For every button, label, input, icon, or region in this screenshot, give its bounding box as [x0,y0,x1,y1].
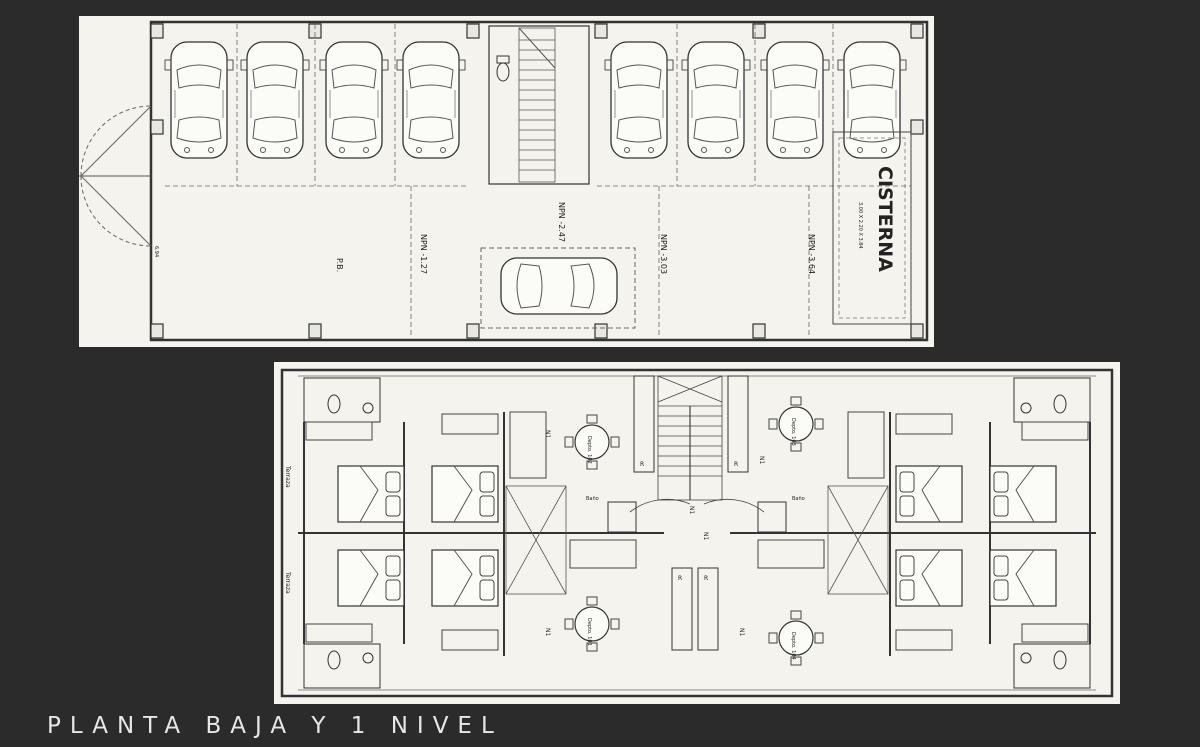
columns [150,23,924,339]
beds [337,465,1057,607]
access-label: P.B. [335,258,344,272]
level-mark-6: N1 [738,628,745,636]
parking-bays [165,24,911,336]
cistern-label: CISTERNA [874,166,896,272]
stair-core [488,25,590,185]
level-label-1: NPN -1.27 [419,234,428,274]
level-mark-4: N1 [702,532,709,540]
terrace-label-top: Terraza [284,465,291,488]
bath-label-right: Baño [792,496,805,502]
maneuvering-car [480,247,636,329]
outer-wall [280,368,1114,698]
dining-tables [564,396,824,666]
level-label-4: NPN -3.64 [807,234,816,274]
shaft-mark-2: R [734,461,738,468]
level-one-plan: Terraza Terraza [274,362,1120,704]
bath-label-left: Baño [586,496,599,502]
level-mark-5: N1 [544,628,551,636]
level-mark-1: N1 [544,430,551,438]
ground-floor-plan: CISTERNA 3.00 X 2.20 X 3.84 6.94 P.B. NP… [79,16,934,347]
cistern [832,131,912,325]
dept-label-101: Depto. 101 [586,618,592,646]
shaft-mark-1: R [640,461,644,468]
dept-label-102: Depto. 102 [586,436,592,464]
level-mark-3: N1 [688,506,695,514]
level-label-2: NPN -2.47 [557,202,566,242]
stair-core [629,375,765,513]
level-mark-2: N1 [758,456,765,464]
cistern-dims: 3.00 X 2.20 X 3.84 [857,202,863,249]
shaft-mark-3: R [678,575,682,582]
dept-label-104: Depto. 104 [790,632,796,660]
level-one-drawing: Terraza Terraza [280,368,1114,698]
outer-wall [149,20,929,342]
front-dim-label: 6.94 [153,246,159,257]
level-label-3: NPN -3.03 [659,234,668,274]
terrace-label-bottom: Terraza [284,571,291,594]
plan-caption: PLANTA BAJA Y 1 NIVEL [47,713,503,739]
shaft-mark-4: R [704,575,708,582]
dept-label-103: Depto. 103 [790,418,796,446]
ground-floor-drawing: CISTERNA 3.00 X 2.20 X 3.84 6.94 P.B. NP… [79,20,929,342]
